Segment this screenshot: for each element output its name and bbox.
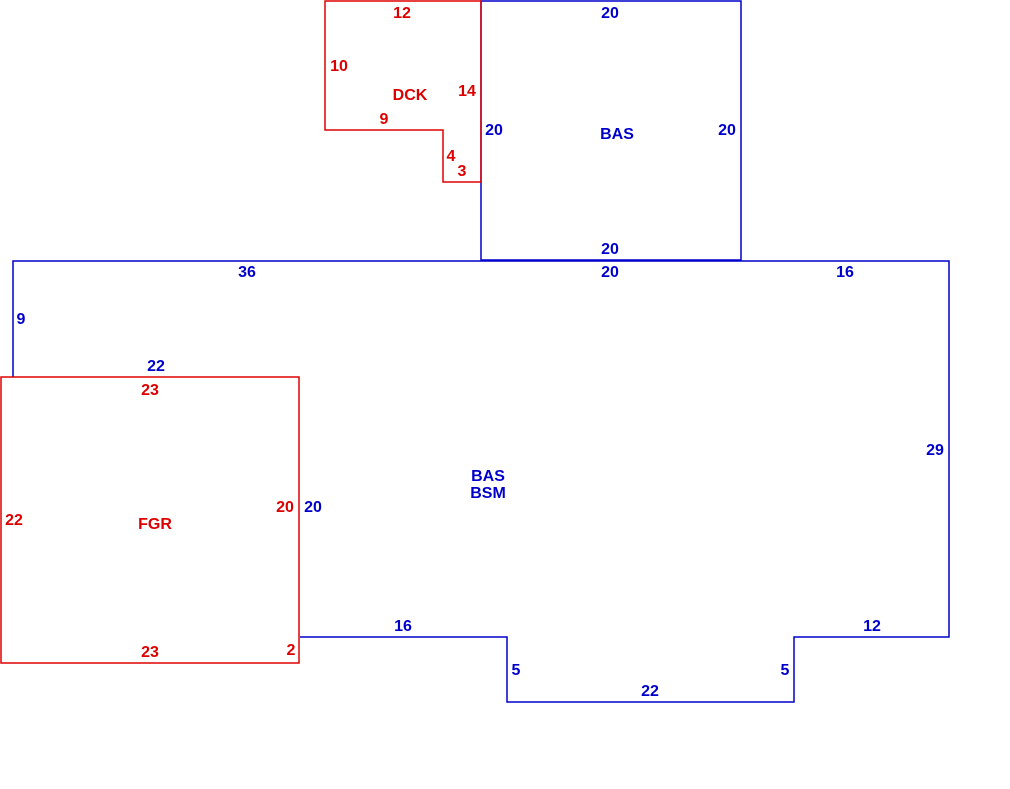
dim-bas-upper-right: 20 — [718, 122, 736, 139]
dim-fgr-left: 22 — [5, 512, 23, 529]
dim-bas-upper-top: 20 — [601, 5, 619, 22]
fgr-outline — [0, 376, 300, 664]
main-bas-label: BAS — [471, 468, 505, 485]
main-outline — [12, 260, 950, 703]
dim-main-top-right: 16 — [836, 264, 854, 281]
dim-fgr-top: 23 — [141, 382, 159, 399]
dim-main-bottom-left: 16 — [394, 618, 412, 635]
dim-main-bottom-right: 12 — [863, 618, 881, 635]
dim-dck-right: 14 — [458, 83, 476, 100]
dim-dck-step-bottom: 3 — [458, 163, 467, 180]
dim-fgr-bottom: 23 — [141, 644, 159, 661]
dim-main-inner-right: 20 — [304, 499, 322, 516]
dim-dck-left: 10 — [330, 58, 348, 75]
dim-main-notch-left: 5 — [512, 662, 521, 679]
dim-bas-upper-left: 20 — [485, 122, 503, 139]
dck-label: DCK — [393, 87, 428, 104]
dim-main-right: 29 — [926, 442, 944, 459]
dim-main-top-mid: 20 — [601, 264, 619, 281]
dim-dck-step-side: 4 — [447, 148, 456, 165]
dim-bas-upper-bottom: 20 — [601, 241, 619, 258]
dim-dck-ledge: 9 — [380, 111, 389, 128]
dim-main-notch-right: 5 — [781, 662, 790, 679]
dim-dck-top: 12 — [393, 5, 411, 22]
dim-main-top-left: 36 — [238, 264, 256, 281]
dck-outline — [324, 0, 482, 183]
bas-upper-label: BAS — [600, 126, 634, 143]
dim-fgr-jog: 2 — [287, 642, 296, 659]
dim-main-inner-top: 22 — [147, 358, 165, 375]
dim-fgr-right: 20 — [276, 499, 294, 516]
main-bsm-label: BSM — [470, 485, 506, 502]
fgr-label: FGR — [138, 516, 172, 533]
dim-main-notch-bottom: 22 — [641, 683, 659, 700]
dim-main-left: 9 — [17, 311, 26, 328]
